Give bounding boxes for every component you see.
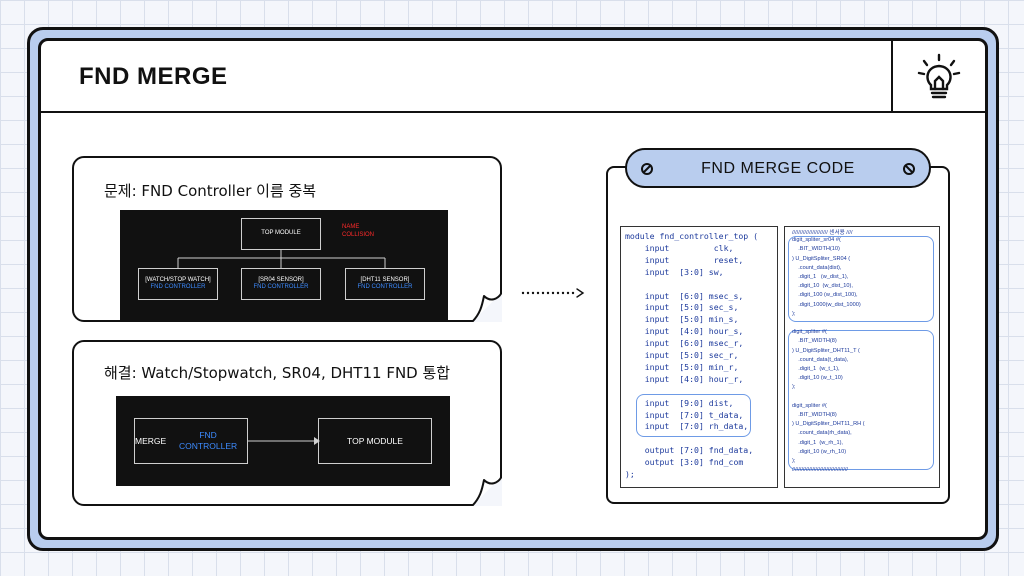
problem-diagram: TOP MODULE NAME COLLISION [WATCH/STOP WA…: [120, 210, 448, 322]
watch-box-title: [WATCH/STOP WATCH]: [145, 276, 211, 283]
merge-fnd-box: MERGE FND CONTROLLER: [134, 418, 248, 464]
code-line: ) U_DigitSpliter_SR04 (: [792, 255, 851, 262]
sr04-fnd-box: [SR04 SENSOR] FND CONTROLLER: [241, 268, 321, 300]
dht11-box-sub: FND CONTROLLER: [357, 284, 413, 290]
code-line: digit_spliter_sr04 #(: [792, 237, 841, 244]
code-line: input [3:0] sw,: [625, 266, 724, 277]
code-line: .digit_10 (w_rh_10): [792, 448, 847, 455]
solution-panel: 해결: Watch/Stopwatch, SR04, DHT11 FND 통합 …: [72, 340, 502, 506]
code-line: .digit_1 (w_dist_1),: [792, 274, 849, 280]
circle-slash-icon: [903, 163, 915, 175]
problem-panel: 문제: FND Controller 이름 중복 TOP MODULE NAME…: [72, 156, 502, 322]
code-line: input clk,: [625, 242, 734, 253]
code-line: input [5:0] sec_r,: [625, 350, 739, 360]
merge-top-module-box: TOP MODULE: [318, 418, 432, 464]
lightbulb-icon: [917, 53, 961, 99]
code-line: .digit_10 (w_t_10): [792, 375, 843, 382]
code-line: input [4:0] hour_s,: [625, 326, 744, 337]
dotted-arrow-icon: [521, 288, 585, 298]
code-line: .digit_1 (w_t_1),: [792, 366, 840, 372]
dht11-fnd-box: [DHT11 SENSOR] FND CONTROLLER: [345, 268, 425, 300]
code-line: .BIT_WIDTH(10): [792, 246, 840, 253]
code-line: output [3:0] fnd_com: [625, 457, 744, 468]
watch-box-sub: FND CONTROLLER: [150, 284, 206, 290]
code-panel: [606, 166, 950, 504]
code-line: ) U_DigitSpliter_DHT11_T (: [792, 347, 860, 354]
merge-top-module-label: TOP MODULE: [347, 435, 403, 446]
top-module-label: TOP MODULE: [261, 230, 301, 237]
code-line: digit_spliter #(: [792, 329, 827, 336]
code-line: .BIT_WIDTH(8): [792, 412, 837, 418]
merge-suffix-label: FND CONTROLLER: [179, 430, 238, 451]
code-box-right: [784, 226, 940, 488]
code-line: input [5:0] min_s,: [625, 314, 739, 325]
code-line: /////////////////////// 센서용 ////: [792, 230, 853, 236]
bulb-box: [891, 41, 985, 113]
code-line: );: [792, 384, 796, 391]
slide-header: FND MERGE: [41, 41, 985, 113]
code-line: .count_data(dist),: [792, 264, 842, 271]
code-line: output [7:0] fnd_data,: [625, 445, 754, 456]
code-line: input [5:0] min_r,: [625, 361, 739, 372]
code-line: input [6:0] msec_r,: [625, 338, 744, 349]
sr04-box-title: [SR04 SENSOR]: [258, 276, 304, 283]
code-line: input [5:0] sec_s,: [625, 302, 739, 313]
highlight-sr04-block: [788, 236, 934, 322]
code-line: .count_data(rh_data),: [792, 430, 852, 437]
sr04-box-sub: FND CONTROLLER: [253, 284, 309, 290]
code-line: input reset,: [625, 254, 744, 265]
code-right-content: /////////////////////// 센서용 ////digit_sp…: [784, 224, 938, 486]
problem-label: 문제: FND Controller 이름 중복: [104, 182, 317, 200]
code-line: input [7:0] t_data,: [625, 409, 744, 420]
highlight-sensor-inputs: [636, 394, 751, 437]
dht11-box-title: [DHT11 SENSOR]: [360, 276, 410, 283]
code-header: FND MERGE CODE: [625, 148, 931, 188]
highlight-dht11-block: [788, 330, 934, 470]
merge-arrow: [248, 437, 320, 445]
top-module-box: TOP MODULE: [241, 218, 321, 250]
code-box-left: [620, 226, 778, 488]
slide-title: FND MERGE: [79, 63, 228, 90]
code-line: input [4:0] hour_r,: [625, 373, 744, 384]
code-line: input [9:0] dist,: [625, 397, 734, 408]
circle-slash-icon: [641, 163, 653, 175]
code-line: );: [625, 469, 635, 479]
code-line: .digit_1 (w_rh_1),: [792, 439, 843, 446]
code-line: );: [792, 310, 796, 317]
code-line: .BIT_WIDTH(8): [792, 338, 837, 345]
code-line: .digit_1000(w_dist_1000): [792, 301, 861, 308]
code-line: ) U_DigitSpliter_DHT11_RH (: [792, 421, 865, 428]
page-fold-icon: [472, 476, 502, 506]
hierarchy-lines: [177, 250, 386, 268]
code-line: input [6:0] msec_s,: [625, 290, 744, 301]
solution-label: 해결: Watch/Stopwatch, SR04, DHT11 FND 통합: [104, 364, 451, 382]
code-line: module fnd_controller_top (: [625, 231, 759, 241]
code-header-title: FND MERGE CODE: [701, 160, 855, 177]
code-line: digit_spliter #(: [792, 402, 827, 409]
code-line: .count_data(t_data),: [792, 356, 849, 363]
code-line: ////////////////////////////////////: [792, 467, 848, 474]
page-fold-icon: [472, 292, 502, 322]
code-line: .digit_10 (w_dist_10),: [792, 283, 853, 290]
code-line: input [7:0] rh_data,: [625, 421, 749, 432]
name-collision-label: NAME COLLISION: [342, 224, 375, 238]
merge-prefix-label: MERGE: [135, 435, 167, 446]
solution-diagram: MERGE FND CONTROLLER TOP MODULE: [116, 396, 450, 486]
code-left-content: module fnd_controller_top ( input clk, i…: [620, 224, 774, 486]
code-line: .digit_100 (w_dist_100),: [792, 292, 858, 299]
watch-fnd-box: [WATCH/STOP WATCH] FND CONTROLLER: [138, 268, 218, 300]
code-line: );: [792, 458, 796, 464]
